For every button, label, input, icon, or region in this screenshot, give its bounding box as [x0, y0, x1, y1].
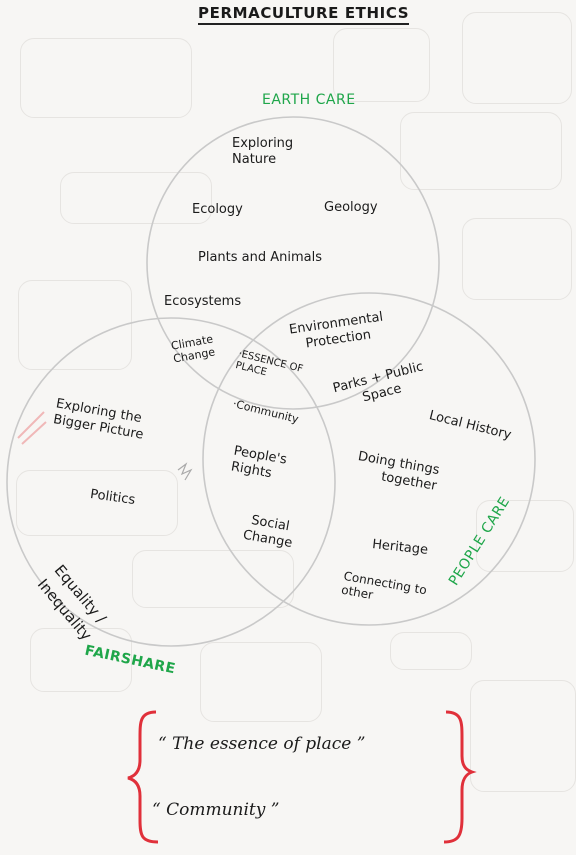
ghost-note [400, 112, 562, 190]
ghost-note [132, 550, 294, 608]
ecology-text: Ecology [192, 202, 243, 217]
earth-care-circle [146, 116, 440, 410]
ghost-note [390, 632, 472, 670]
people-care-circle [202, 292, 536, 626]
essence-quote: “ The essence of place ” [158, 734, 366, 754]
red-smudge-mark [17, 411, 47, 445]
left-brace-icon [127, 710, 159, 844]
page-title: PERMACULTURE ETHICS [198, 4, 410, 25]
ghost-note [476, 500, 574, 572]
ghost-note [462, 12, 572, 104]
ghost-note [20, 38, 192, 118]
ghost-note [16, 470, 178, 536]
ghost-note [60, 172, 212, 224]
ghost-note [462, 218, 572, 300]
exploring-nature-text: Exploring Nature [232, 136, 294, 167]
fair-share-circle [6, 317, 336, 647]
ecosystems-text: Ecosystems [164, 294, 242, 309]
ghost-note [18, 280, 132, 370]
earth-care-label: EARTH CARE [262, 92, 356, 108]
plants-animals-text: Plants and Animals [198, 250, 323, 265]
scribble-mark [177, 462, 193, 481]
ghost-note [333, 28, 430, 102]
community-quote: “ Community ” [152, 800, 280, 820]
right-brace-icon [443, 710, 477, 844]
ghost-note [200, 642, 322, 722]
ghost-note [30, 628, 132, 692]
geology-text: Geology [324, 200, 378, 215]
